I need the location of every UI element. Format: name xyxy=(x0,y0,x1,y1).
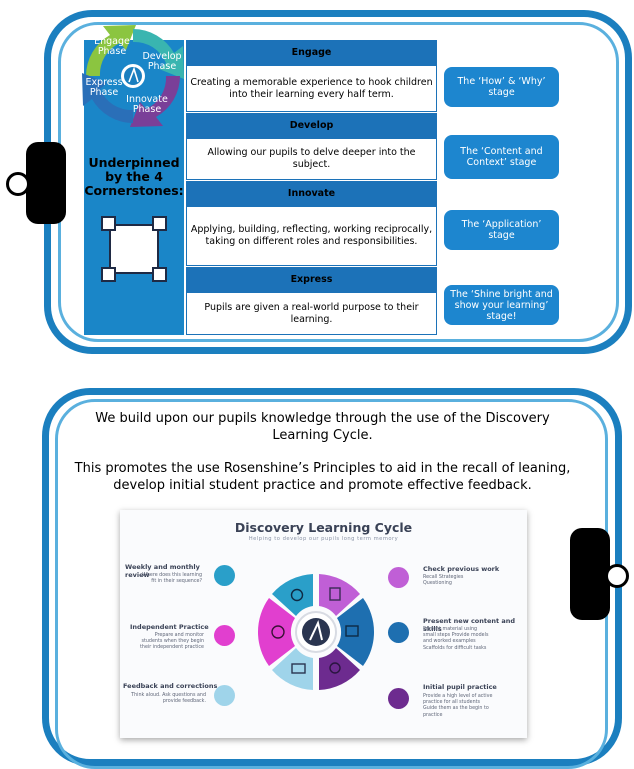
develop-phase-label: Develop Phase xyxy=(142,51,182,72)
bottom-clip-ring-icon xyxy=(605,564,629,588)
feedback-icon xyxy=(214,685,235,706)
cornerstone-bottom-right xyxy=(152,267,167,282)
underpinned-heading: Underpinned by the 4 Cornerstones: xyxy=(84,155,184,198)
bottom-clipboard-clip xyxy=(570,528,610,620)
item-weekly-review-body: Where does this learning fit in their se… xyxy=(142,573,202,585)
stage-innovate-description: Applying, building, reflecting, working … xyxy=(186,206,437,266)
top-clip-ring-icon xyxy=(6,172,30,196)
intro-paragraph-1: We build upon our pupils knowledge throu… xyxy=(95,411,550,443)
cornerstone-top-right xyxy=(152,216,167,231)
innovate-phase-label: Innovate Phase xyxy=(126,94,168,115)
item-pupil-practice-body: Provide a high level of active practice … xyxy=(423,694,493,718)
stage-engage-tag: The ‘How’ & ‘Why’ stage xyxy=(444,67,559,107)
learning-cycle-arrows xyxy=(82,25,184,127)
discovery-cycle-card: Discovery Learning Cycle Helping to deve… xyxy=(120,510,527,738)
pupil-practice-icon xyxy=(388,688,409,709)
wheel-segment-independent xyxy=(257,598,295,666)
stage-express-tag: The ‘Shine bright and show your learning… xyxy=(444,285,559,325)
item-check-work-body: Recall Strategies Questioning xyxy=(423,575,464,587)
item-weekly-review-title: Weekly and monthly review xyxy=(125,563,200,579)
stage-develop-description: Allowing our pupils to delve deeper into… xyxy=(186,138,437,180)
express-phase-label: Express Phase xyxy=(85,77,123,98)
item-check-work-title: Check previous work xyxy=(423,565,500,573)
item-new-content-title: Present new content and skills xyxy=(423,617,516,633)
engage-phase-label: Engage Phase xyxy=(94,36,130,57)
cornerstone-bottom-left xyxy=(101,267,116,282)
stage-express-title: Express xyxy=(186,267,437,292)
item-pupil-practice-title: Initial pupil practice xyxy=(423,683,497,691)
check-work-icon xyxy=(388,567,409,588)
discovery-cycle-title: Discovery Learning Cycle xyxy=(234,520,413,535)
top-clipboard-clip xyxy=(26,142,66,224)
discovery-cycle-subtitle: Helping to develop our pupils long term … xyxy=(248,536,399,542)
review-icon xyxy=(214,565,235,586)
wheel-segment-review xyxy=(272,574,313,616)
stage-develop-title: Develop xyxy=(186,113,437,138)
stage-engage-description: Creating a memorable experience to hook … xyxy=(186,65,437,112)
cornerstone-top-left xyxy=(101,216,116,231)
stage-innovate-title: Innovate xyxy=(186,181,437,206)
stage-develop-tag: The ‘Content and Context’ stage xyxy=(444,135,559,179)
wheel-segment-new-content xyxy=(337,598,375,666)
stage-express-description: Pupils are given a real-world purpose to… xyxy=(186,292,437,335)
item-independent-practice-title: Independent Practice xyxy=(130,623,209,631)
item-feedback-body: Think aloud. Ask questions and provide f… xyxy=(131,693,206,705)
item-new-content-body: Present material using small steps Provi… xyxy=(423,627,489,651)
intro-paragraph-2: This promotes the use Rosenshine’s Princ… xyxy=(74,461,571,493)
independent-practice-icon xyxy=(214,625,235,646)
new-content-icon xyxy=(388,622,409,643)
item-feedback-title: Feedback and corrections xyxy=(123,682,218,690)
cornerstones-square xyxy=(109,224,159,274)
discovery-wheel xyxy=(257,574,375,690)
item-independent-practice-body: Prepare and monitor students when they b… xyxy=(140,633,204,651)
stage-engage-title: Engage xyxy=(186,40,437,65)
stage-innovate-tag: The ‘Application’ stage xyxy=(444,210,559,250)
